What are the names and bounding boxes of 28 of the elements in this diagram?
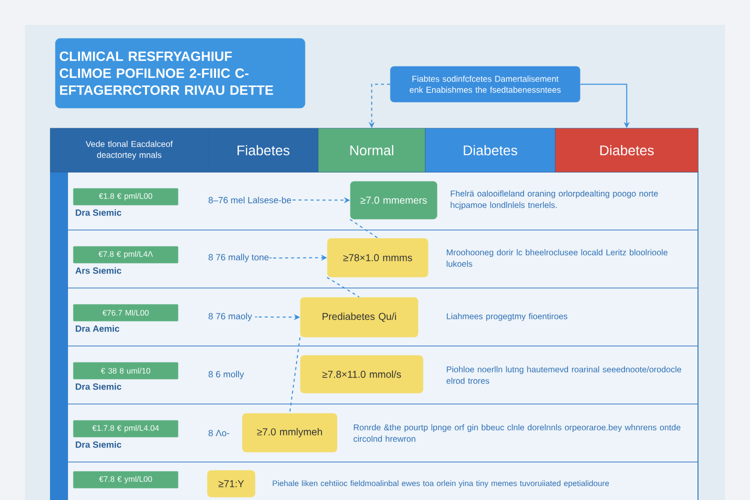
pill-caption: Ars Sıemic xyxy=(75,267,122,274)
range-text: 8 6 molly xyxy=(208,370,244,380)
value-box: ≥7.8×11.0 mmol/s xyxy=(300,355,424,394)
description-text: Ronrde &the pourtp lpnge orf gin bbeuc clnle dorelnnls orpeoraroe.bey whnrens ontde circolnd hrewron xyxy=(354,424,680,442)
header-cell: Vede tlonal Eacdalceof deactortey mnals xyxy=(50,128,208,172)
description-text: Mroohooneg dorir lc bheelroclusee locald Leritz bloolrioole lukoels xyxy=(446,249,668,267)
value-box: ≥7.0 mmlymeh xyxy=(242,413,338,452)
pill-caption: Dra Sıemic xyxy=(76,441,122,448)
range-text: 8–76 mel Lalsese-be xyxy=(208,196,292,204)
title-box: CLIMICAL RESFRYAGHIUF CLIMOE POFILNOE 2-FIIIC C-EFTAGERRCTORR RIVAU DETTE xyxy=(55,38,306,108)
value-box: Prediabetes Qu/i xyxy=(300,297,418,338)
pill-caption: Dra Aemic xyxy=(76,325,120,332)
value-box: ≥7.0 mmemers xyxy=(350,181,438,220)
description-text: Fhelrä oalooifleland oraning orlorpdealting poogo norte hcjpamoe londlnlels tnerlels. xyxy=(450,190,658,210)
header-cell: Fiabetes xyxy=(208,128,318,172)
header-cell: Normal xyxy=(318,128,426,172)
range-text: 8 76 mally tone- xyxy=(208,254,272,262)
value-box: ≥71:Y xyxy=(207,470,256,498)
header-cell: Diabetes xyxy=(425,128,556,172)
description-text: Piohloe noerlln lutng hautemevd roarinal seeednoote/orodocle elrod trores xyxy=(446,366,682,384)
pill-caption: Dra Sıemic xyxy=(76,209,122,216)
header-cell: Diabetes xyxy=(555,128,698,172)
callout-box: Fiabtes sodinfcfcetes Damertalisement enk Enabishmes the fsedtabenessntees xyxy=(390,66,580,102)
pill-caption: Dra Sıemic xyxy=(76,383,122,390)
value-box: ≥78×1.0 mmms xyxy=(327,238,428,278)
range-text: 8 Λo- xyxy=(208,430,230,436)
description-text: Liahmees progegtmy fioentiroes xyxy=(446,313,568,321)
range-text: 8 76 maoly - xyxy=(208,312,258,322)
